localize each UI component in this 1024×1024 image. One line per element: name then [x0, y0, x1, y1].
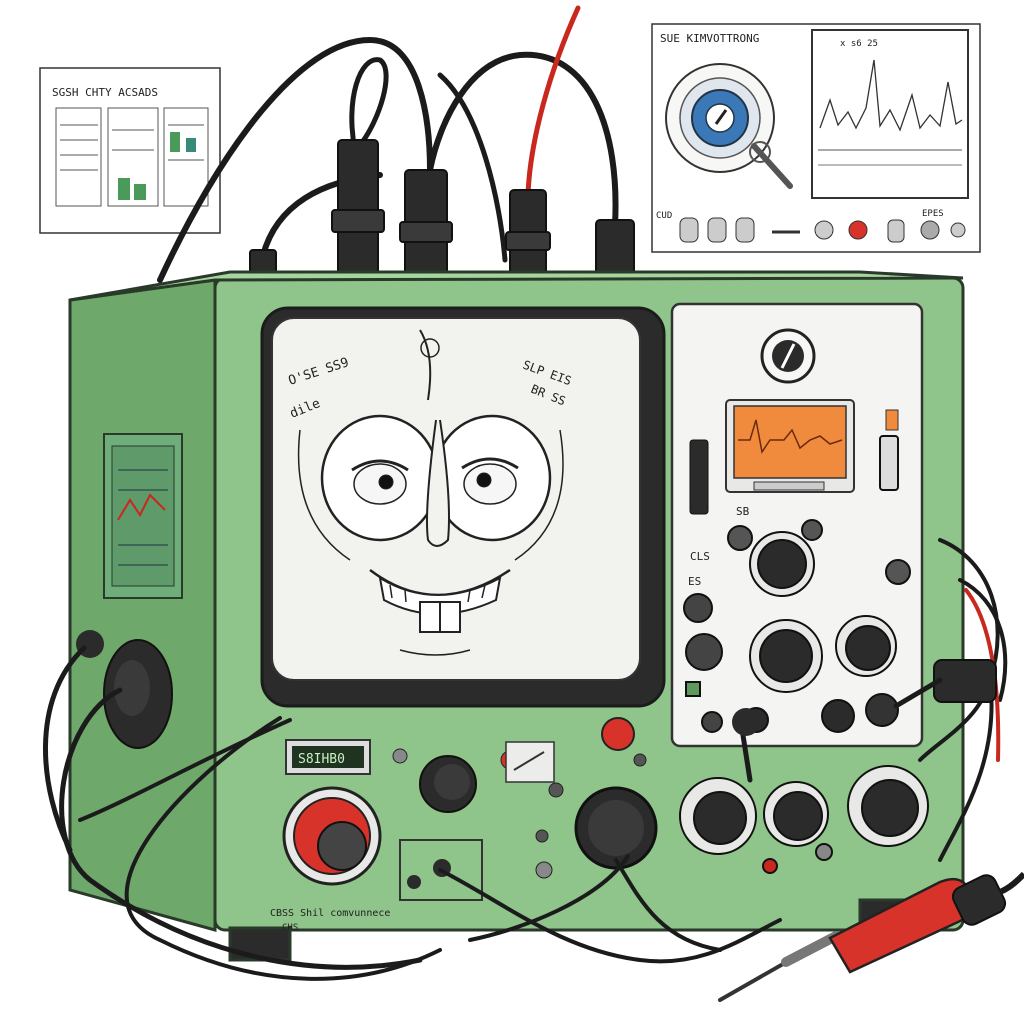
lower-controls: S8IHB0	[270, 717, 929, 933]
left-sheet-title: SGSH CHTY ACSADS	[52, 86, 158, 99]
panel-label-top: SB	[736, 505, 750, 518]
base-label: CBSS Shil comvunnece	[270, 908, 390, 919]
panel-knob-4[interactable]	[885, 559, 911, 585]
panel-knob-10[interactable]	[865, 693, 899, 727]
sheet-button-row: CUD EPES	[656, 209, 966, 243]
right-side-plug	[732, 659, 997, 783]
right-sheet-right-label: EPES	[922, 209, 944, 219]
big-black-knob[interactable]	[574, 786, 658, 870]
input-jack-1[interactable]	[407, 875, 421, 889]
crt-screen: O'SE SS9 dile SLP EIS BR SS	[260, 306, 666, 708]
panel-label-left: ES	[688, 575, 701, 588]
panel-knob-11[interactable]	[701, 711, 723, 733]
panel-knob-3[interactable]	[801, 519, 823, 541]
panel-knob-9[interactable]	[821, 699, 855, 733]
right-sheet-title: SUE KIMVOTTRONG	[660, 32, 759, 45]
small-indicator-1	[392, 748, 408, 764]
red-button[interactable]	[601, 717, 635, 751]
side-label-plate	[103, 433, 183, 599]
right-sheet-small-text: x s6 25	[840, 39, 878, 49]
base-label-2: CHS	[282, 923, 298, 933]
panel-knob-8[interactable]	[685, 633, 723, 671]
right-reference-sheet: SUE KIMVOTTRONG x s6 25 CUD EPES	[651, 23, 981, 253]
big-red-knob[interactable]	[282, 786, 382, 886]
orange-waveform-display	[725, 399, 855, 493]
dial-gauge	[665, 63, 793, 189]
digital-readout: S8IHB0	[298, 752, 345, 767]
control-panel: SB ES CLS	[670, 302, 924, 748]
left-sheet-diagram	[55, 107, 209, 207]
right-slide-switch[interactable]	[879, 435, 899, 491]
soldering-iron	[718, 871, 1024, 1002]
orange-indicator	[885, 409, 899, 431]
panel-knob-1[interactable]	[727, 525, 753, 551]
left-slide-switch[interactable]	[689, 439, 709, 515]
side-connector	[76, 630, 173, 749]
panel-label-mid: CLS	[690, 550, 710, 563]
waveform-panel: x s6 25	[811, 29, 969, 199]
top-connectors	[249, 139, 635, 277]
cartoon-face	[297, 329, 564, 656]
panel-knob-5[interactable]	[683, 593, 713, 623]
left-schematic-sheet: SGSH CHTY ACSADS	[39, 67, 221, 234]
right-sheet-left-label: CUD	[656, 211, 672, 221]
